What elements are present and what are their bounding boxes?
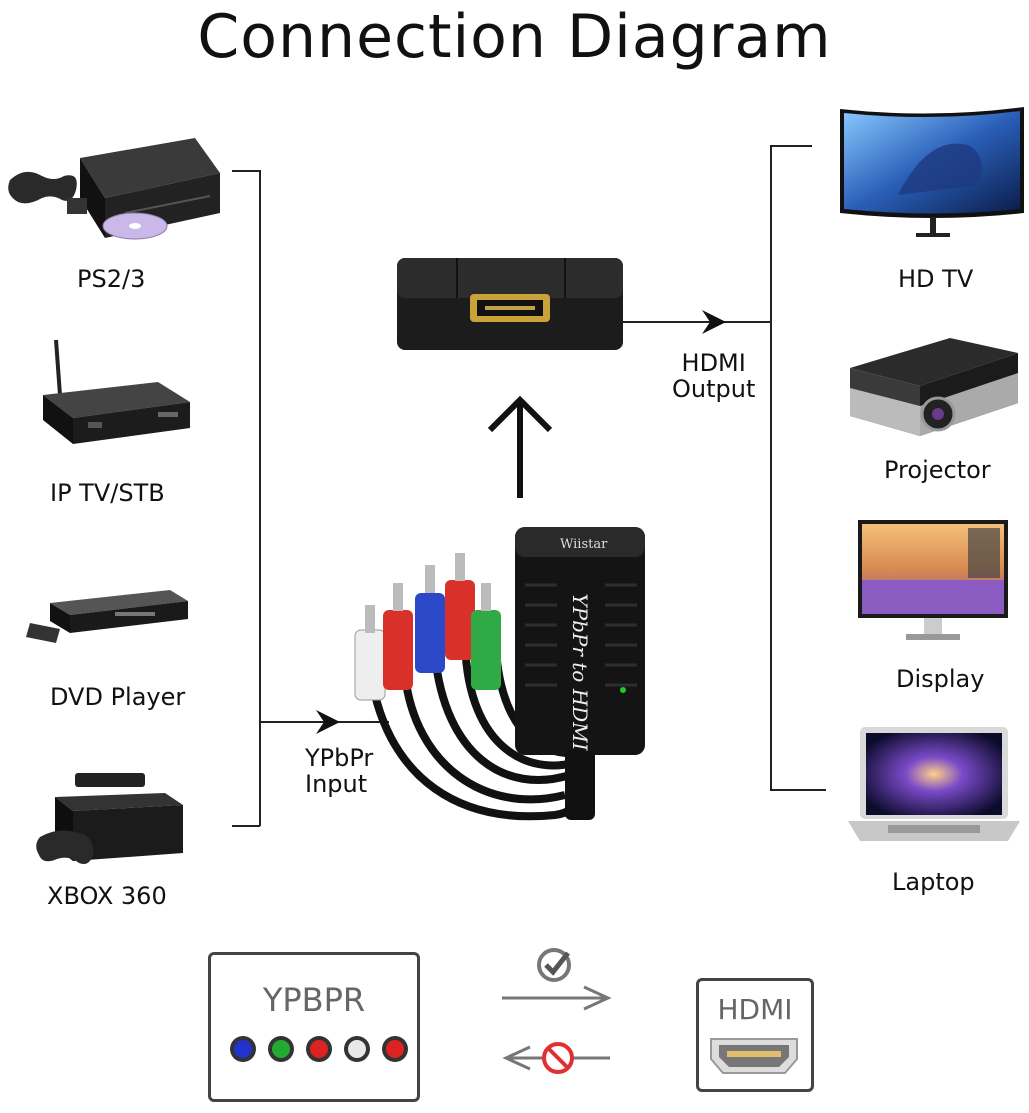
output-label: HDMI Output — [672, 349, 756, 403]
ps2-console-image — [8, 138, 220, 240]
up-arrow-icon — [487, 395, 553, 498]
page-title: Connection Diagram — [197, 2, 832, 72]
laptop-image — [848, 727, 1020, 841]
output-label-hdtv: HD TV — [898, 265, 974, 293]
ypbpr-jacks-image — [230, 1036, 408, 1062]
output-bracket-top — [770, 145, 812, 147]
output-bracket-bottom — [770, 789, 826, 791]
source-bracket-vertical — [259, 170, 261, 826]
source-bracket-bottom — [232, 825, 260, 827]
converter-brand-text: Wiistar — [560, 537, 608, 552]
source-label-xbox: XBOX 360 — [47, 882, 167, 910]
rca-plug-blue — [415, 565, 445, 673]
display-image — [858, 520, 1008, 640]
no-entry-icon — [542, 1042, 574, 1074]
source-label-iptv: IP TV/STB — [50, 479, 165, 507]
xbox-console-image — [36, 773, 183, 864]
dvd-player-image — [26, 590, 188, 643]
hdtv-image — [840, 107, 1024, 237]
projector-image — [850, 338, 1018, 436]
output-bracket-vertical — [770, 145, 772, 790]
hdmi-legend-text: HDMI — [717, 993, 793, 1026]
iptv-box-image — [43, 339, 190, 444]
rca-plug-red-1 — [383, 583, 413, 690]
output-label-projector: Projector — [884, 456, 991, 484]
converter-hdmi-side-image — [397, 258, 623, 350]
rca-plug-white — [354, 605, 386, 701]
source-bracket-top — [232, 170, 260, 172]
hdmi-port-icon — [710, 1038, 798, 1074]
forward-arrow-icon — [502, 985, 612, 1011]
source-label-dvd: DVD Player — [50, 683, 186, 711]
converter-body-text: YPbPr to HDMI — [568, 593, 592, 751]
output-label-laptop: Laptop — [892, 868, 975, 896]
output-label-display: Display — [896, 665, 985, 693]
rca-plug-green — [471, 583, 501, 690]
ypbpr-legend-box: YPBPR — [208, 952, 420, 1102]
check-circle-icon — [537, 948, 571, 982]
converter-with-cables-image — [354, 527, 645, 821]
output-connector-line — [620, 321, 770, 323]
ypbpr-legend-text: YPBPR — [262, 981, 366, 1019]
input-label: YPbPr Input — [305, 744, 374, 798]
rca-plug-red-2 — [445, 553, 475, 660]
output-arrow-icon — [702, 310, 726, 334]
input-arrow-icon — [316, 710, 340, 734]
hdmi-legend-box: HDMI — [696, 978, 814, 1092]
source-label-ps: PS2/3 — [77, 265, 146, 293]
